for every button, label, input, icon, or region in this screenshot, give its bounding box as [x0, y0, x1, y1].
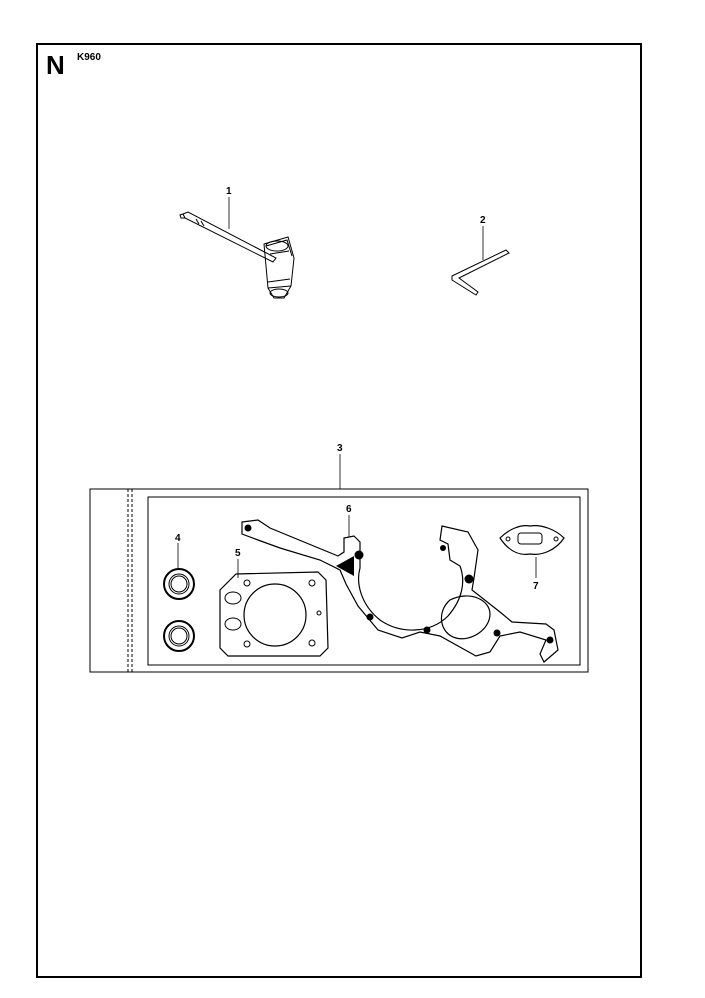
seal-rings [163, 543, 195, 652]
crankcase-gasket-holes [244, 524, 554, 644]
callout-5: 5 [235, 548, 241, 559]
spark-plug-wrench [179, 197, 295, 299]
gasket-kit [89, 454, 589, 673]
callout-1: 1 [226, 186, 232, 197]
page-border [36, 43, 642, 978]
callout-3: 3 [337, 443, 343, 454]
callout-4: 4 [175, 533, 181, 544]
cylinder-gasket [219, 559, 329, 657]
callout-6: 6 [346, 504, 352, 515]
section-letter: N [46, 50, 65, 80]
callout-7: 7 [533, 581, 539, 592]
flange-gasket [499, 525, 565, 578]
crankcase-gasket [241, 515, 559, 663]
hex-key [451, 226, 510, 296]
model-label: K960 [77, 52, 101, 63]
callout-2: 2 [480, 215, 486, 226]
